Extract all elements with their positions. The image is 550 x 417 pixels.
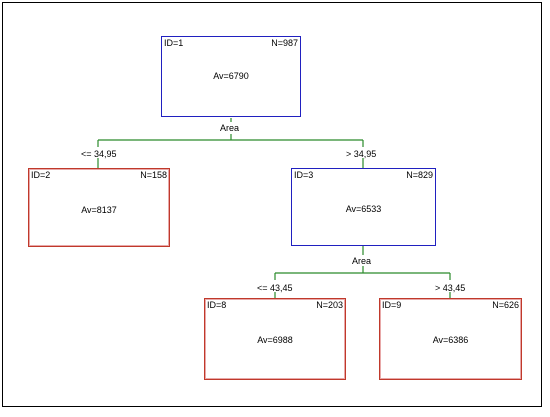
node-count: N=829 bbox=[406, 170, 433, 180]
node-count: N=987 bbox=[271, 38, 298, 48]
node-average: Av=8137 bbox=[81, 205, 117, 215]
split-condition-right: > 34,95 bbox=[346, 149, 377, 159]
tree-node-3: ID=3 N=829 Av=6533 bbox=[291, 168, 436, 246]
node-count: N=203 bbox=[316, 300, 343, 310]
node-average: Av=6386 bbox=[432, 335, 469, 345]
tree-node-2: ID=2 N=158 Av=8137 bbox=[28, 168, 170, 247]
node-count: N=626 bbox=[492, 300, 519, 310]
split-condition-left: <= 34,95 bbox=[81, 149, 117, 159]
node-average: Av=6790 bbox=[213, 71, 249, 81]
split-condition-left-node3: <= 43,45 bbox=[257, 283, 293, 293]
tree-node-9: ID=9 N=626 Av=6386 bbox=[379, 298, 522, 380]
node-id: ID=8 bbox=[207, 300, 227, 310]
node-average: Av=6988 bbox=[257, 335, 293, 345]
node-id: ID=1 bbox=[164, 38, 184, 48]
diagram-frame bbox=[2, 2, 542, 407]
node-id: ID=3 bbox=[294, 170, 314, 180]
tree-node-1: ID=1 N=987 Av=6790 bbox=[161, 36, 301, 117]
split-variable-node3: Area bbox=[352, 256, 372, 266]
node-average: Av=6533 bbox=[345, 204, 382, 214]
tree-node-8: ID=8 N=203 Av=6988 bbox=[204, 298, 346, 380]
split-condition-right-node3: > 43,45 bbox=[435, 283, 466, 293]
split-variable-root: Area bbox=[220, 123, 240, 133]
node-count: N=158 bbox=[140, 170, 167, 180]
node-id: ID=9 bbox=[382, 300, 402, 310]
node-id: ID=2 bbox=[31, 170, 51, 180]
